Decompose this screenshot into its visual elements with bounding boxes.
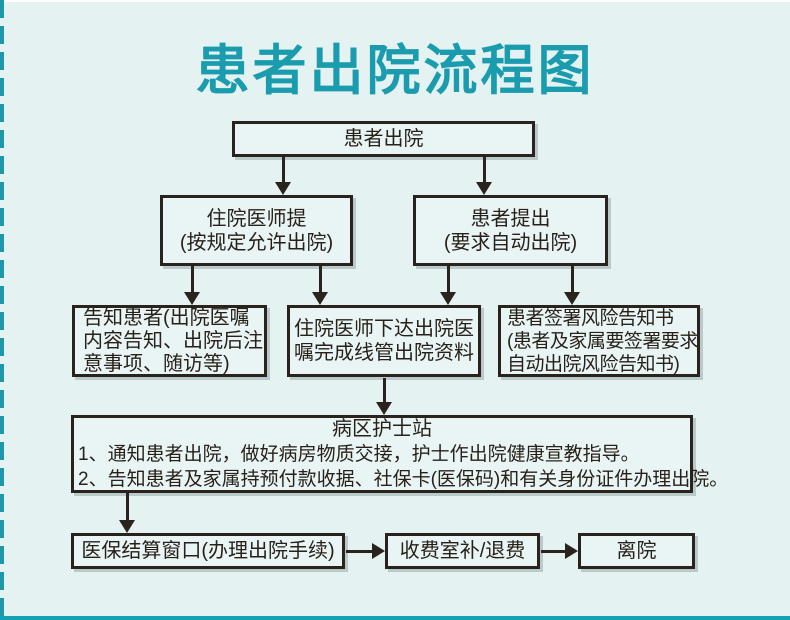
arrow-head [476,182,492,195]
arrow-head [275,182,291,195]
arrow-doctor-to-orders [312,266,328,305]
flow-box-fee-office: 收费室补/退费 [385,533,540,569]
arrow-shaft [318,266,322,293]
flow-box-line: 内容告知、出院后注 [83,329,263,352]
arrow-head [119,520,135,533]
arrow-fee-office-to-leave [541,543,578,559]
flow-box-sign-risk-notice: 患者签署风险告知书 (患者及家属要签署要求 自动出院风险告知书) [498,305,700,377]
arrow-shaft [382,378,386,403]
flow-box-line: 告知患者(出院医嘱 [83,306,250,329]
flow-box-line: 患者提出 [470,207,551,230]
arrow-window-to-fee-office [346,543,385,559]
flow-box-line: 住院医师下达出院医 [294,318,474,340]
arrow-discharge-to-patient [476,157,492,195]
flow-box-doctor-proposes: 住院医师提 (按规定允许出院) [160,195,353,266]
flow-box-patient-discharge: 患者出院 [232,121,535,157]
arrow-shaft [190,266,194,293]
flow-box-doctor-orders: 住院医师下达出院医 嘱完成线管出院资料 [287,305,481,377]
arrow-doctor-to-inform [184,266,200,305]
arrow-nurse-station-to-window [119,493,135,533]
flow-box-inform-patient: 告知患者(出院医嘱 内容告知、出院后注 意事项、随访等) [72,305,267,377]
nurse-station-step-2: 2、告知患者及家属持预付款收据、社保卡(医保码)和有关身份证件办理出院。 [78,468,729,490]
flow-box-insurance-window: 医保结算窗口(办理出院手续) [71,533,345,569]
flow-box-line: 意事项、随访等) [83,352,230,375]
flow-box-line: 嘱完成线管出院资料 [294,342,474,364]
nurse-station-title: 病区护士站 [332,417,432,440]
arrow-head [372,543,385,559]
flow-box-patient-requests: 患者提出 (要求自动出院) [413,195,608,266]
flow-box-line: (患者及家属要签署要求 [507,330,698,352]
flow-box-line: 患者签署风险告知书 [507,307,674,329]
arrow-patient-to-orders [440,266,456,305]
top-edge-line [0,0,790,2]
flow-box-nurse-station: 病区护士站 1、通知患者出院，做好病房物质交接，护士作出院健康宣教指导。 2、告… [71,415,729,493]
bottom-border-line [0,616,790,620]
arrow-discharge-to-doctor [275,157,291,195]
arrow-shaft [570,266,574,293]
arrow-head [376,402,392,415]
page-title: 患者出院流程图 [195,41,595,101]
arrow-head [564,292,580,305]
arrow-head [440,292,456,305]
arrow-shaft [541,549,566,553]
arrow-patient-to-risk [564,266,580,305]
arrow-shaft [482,157,486,183]
arrow-shaft [281,157,285,183]
flow-box-line: 自动出院风险告知书) [507,353,680,375]
arrow-shaft [125,493,129,521]
flow-box-label: 离院 [616,540,657,562]
nurse-station-step-1: 1、通知患者出院，做好病房物质交接，护士作出院健康宣教指导。 [78,443,640,465]
flow-box-label: 患者出院 [343,128,424,150]
flow-box-line: (要求自动出院) [443,231,578,254]
arrow-shaft [346,549,373,553]
flow-box-label: 收费室补/退费 [399,540,526,562]
arrow-head [312,292,328,305]
arrow-head [184,292,200,305]
arrow-shaft [446,266,450,293]
flow-box-label: 医保结算窗口(办理出院手续) [81,540,335,562]
flow-box-line: (按规定允许出院) [179,231,334,254]
arrow-orders-to-nurse-station [376,378,392,415]
arrow-head [565,543,578,559]
left-dashed-border [0,0,4,620]
flow-box-leave-hospital: 离院 [578,533,695,569]
flow-box-line: 住院医师提 [206,207,307,230]
